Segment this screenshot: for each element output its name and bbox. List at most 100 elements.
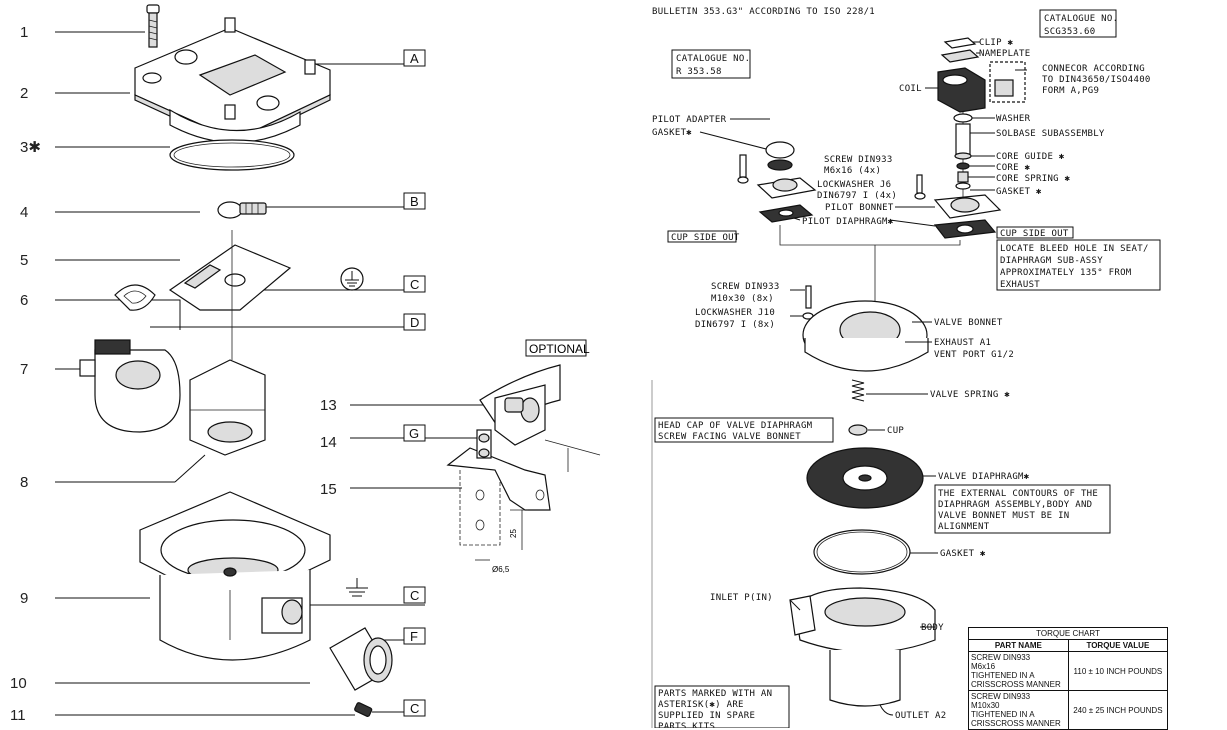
label-clip: CLIP ✱ (979, 38, 1014, 48)
spring-part-4 (217, 201, 267, 219)
label-lockwasher-j10-line2: DIN6797 I (8x) (695, 320, 775, 330)
part-number-4: 4 (20, 204, 28, 221)
valve-diaphragm (806, 447, 924, 509)
label-core: CORE ✱ (996, 163, 1031, 173)
torque-row2-part-line4: CRISSCROSS MANNER (971, 719, 1061, 728)
note-parts-asterisk: PARTS MARKED WITH AN ASTERISK(✱) ARE SUP… (658, 689, 778, 728)
label-core-guide: CORE GUIDE ✱ (996, 152, 1065, 162)
right-exploded-view: BULLETIN 353.G3" ACCORDING TO ISO 228/1 … (651, 7, 1161, 728)
label-valve-spring: VALVE SPRING ✱ (930, 390, 1010, 400)
label-screw-m10-line1: SCREW DIN933 (711, 282, 780, 292)
torque-part-cell: SCREW DIN933 M10x30 TIGHTENED IN A CRISS… (968, 690, 1069, 730)
bracket-plate-part-5 (168, 230, 292, 360)
valve-spring (851, 379, 865, 402)
gasket-ring (813, 529, 911, 575)
catalogue-sc-line1: CATALOGUE NO. (1044, 14, 1118, 24)
torque-header-part: PART NAME (968, 639, 1069, 652)
note-contours-line2: DIAPHRAGM ASSEMBLY,BODY AND (938, 500, 1092, 510)
label-valve-diaphragm: VALVE DIAPHRAGM✱ (938, 472, 1030, 482)
set-screw-part-11 (354, 702, 373, 717)
catalogue-sc-line2: SCG353.60 (1044, 27, 1095, 37)
catalogue-r-line1: CATALOGUE NO. (676, 54, 750, 64)
label-pilot-adapter: PILOT ADAPTER (652, 115, 727, 125)
label-gasket-1: GASKET✱ (652, 128, 692, 138)
dimension-6-5: Ø6,5 (492, 565, 510, 574)
label-washer: WASHER (996, 114, 1031, 124)
box-label-a: A (410, 51, 419, 66)
screw-part-1 (146, 4, 160, 48)
label-exhaust-line1: EXHAUST A1 (934, 338, 991, 348)
box-label-c-2: C (410, 588, 419, 603)
torque-part-cell: SCREW DIN933 M6x16 TIGHTENED IN A CRISSC… (968, 651, 1069, 691)
part-number-5: 5 (20, 252, 28, 269)
label-screw-m6-line1: SCREW DIN933 (824, 155, 893, 165)
box-label-c-1: C (410, 277, 419, 292)
coil-part-7 (79, 339, 181, 433)
label-coil: COIL (899, 84, 922, 94)
label-nameplate: NAMEPLATE (979, 49, 1030, 59)
label-inlet: INLET P(IN) (710, 593, 773, 603)
part-number-2: 2 (20, 85, 28, 102)
torque-row1-part-line1: SCREW DIN933 (971, 653, 1031, 662)
note-contours-line1: THE EXTERNAL CONTOURS OF THE (938, 489, 1098, 499)
optional-number-13: 13 (320, 397, 337, 414)
note-head-cap-line1: HEAD CAP OF VALVE DIAPHRAGM (658, 421, 813, 431)
torque-row1-part-line2: M6x16 (971, 662, 996, 671)
label-pilot-bonnet: PILOT BONNET (825, 203, 894, 213)
label-cup-side-out-1: CUP SIDE OUT (671, 233, 740, 243)
ground-symbol (346, 578, 368, 597)
fitting-part-f (329, 627, 393, 691)
note-bleed-hole: LOCATE BLEED HOLE IN SEAT/ DIAPHRAGM SUB… (1000, 244, 1154, 290)
cup-part (848, 424, 868, 436)
o-ring-part-3 (169, 139, 295, 171)
label-connector-line3: FORM A,PG9 (1042, 86, 1099, 96)
leader-lines (55, 31, 495, 716)
torque-row2-part-line2: M10x30 (971, 701, 1000, 710)
label-cup-side-out-2: CUP SIDE OUT (1000, 229, 1069, 239)
catalogue-r-box: CATALOGUE NO. R 353.58 (676, 54, 756, 77)
note-head-cap-line2: SCREW FACING VALVE BONNET (658, 432, 801, 442)
washer-part-6 (114, 284, 156, 311)
label-gasket-2: GASKET ✱ (996, 187, 1042, 197)
note-parts-line1: PARTS MARKED WITH AN (658, 689, 772, 699)
part-number-10: 10 (10, 675, 27, 692)
valve-bonnet (802, 300, 929, 372)
label-screw-m6: SCREW DIN933 M6x16 (4x) (824, 155, 898, 176)
label-cup: CUP (887, 426, 904, 436)
box-label-f: F (410, 629, 418, 644)
torque-value-cell: 110 ± 10 INCH POUNDS (1067, 651, 1169, 691)
label-connector: CONNECOR ACCORDING TO DIN43650/ISO4400 F… (1042, 64, 1156, 96)
note-bleed-line2: DIAPHRAGM SUB-ASSY (1000, 256, 1103, 266)
torque-chart: TORQUE CHART PART NAME TORQUE VALUE SCRE… (968, 627, 1169, 730)
torque-chart-title: TORQUE CHART (968, 627, 1168, 640)
label-solbase: SOLBASE SUBASSEMBLY (996, 129, 1105, 139)
note-parts-line4: PARTS KITS (658, 722, 715, 728)
box-label-b: B (410, 194, 419, 209)
catalogue-r-line2: R 353.58 (676, 67, 722, 77)
label-lockwasher-j6: LOCKWASHER J6 DIN6797 I (4x) (817, 180, 897, 201)
torque-header-value: TORQUE VALUE (1067, 639, 1169, 652)
label-exhaust: EXHAUST A1 VENT PORT G1/2 (934, 338, 1014, 360)
bulletin-title: BULLETIN 353.G3" ACCORDING TO ISO 228/1 (652, 7, 875, 17)
optional-label: OPTIONAL (529, 342, 590, 356)
note-contours-line3: VALVE BONNET MUST BE IN (938, 511, 1070, 521)
label-body: BODY (921, 623, 944, 633)
part-number-9: 9 (20, 590, 28, 607)
part-number-11: 11 (10, 707, 26, 724)
note-bleed-line1: LOCATE BLEED HOLE IN SEAT/ (1000, 244, 1149, 254)
ground-symbol-circled (340, 267, 364, 291)
pilot-assembly (737, 141, 926, 223)
label-core-spring: CORE SPRING ✱ (996, 174, 1071, 184)
catalogue-sc-box: CATALOGUE NO. SCG353.60 (1044, 14, 1124, 37)
optional-number-15: 15 (320, 481, 337, 498)
part-number-7: 7 (20, 361, 28, 378)
yoke-part-8 (189, 359, 266, 456)
part-number-8: 8 (20, 474, 28, 491)
housing-part-9 (139, 491, 331, 661)
dimension-25: 25 (509, 529, 518, 538)
note-bleed-line4: EXHAUST (1000, 280, 1040, 290)
note-bleed-line3: APPROXIMATELY 135° FROM (1000, 268, 1132, 278)
label-screw-m10-line2: M10x30 (8x) (711, 294, 774, 304)
part-number-1: 1 (20, 24, 28, 41)
